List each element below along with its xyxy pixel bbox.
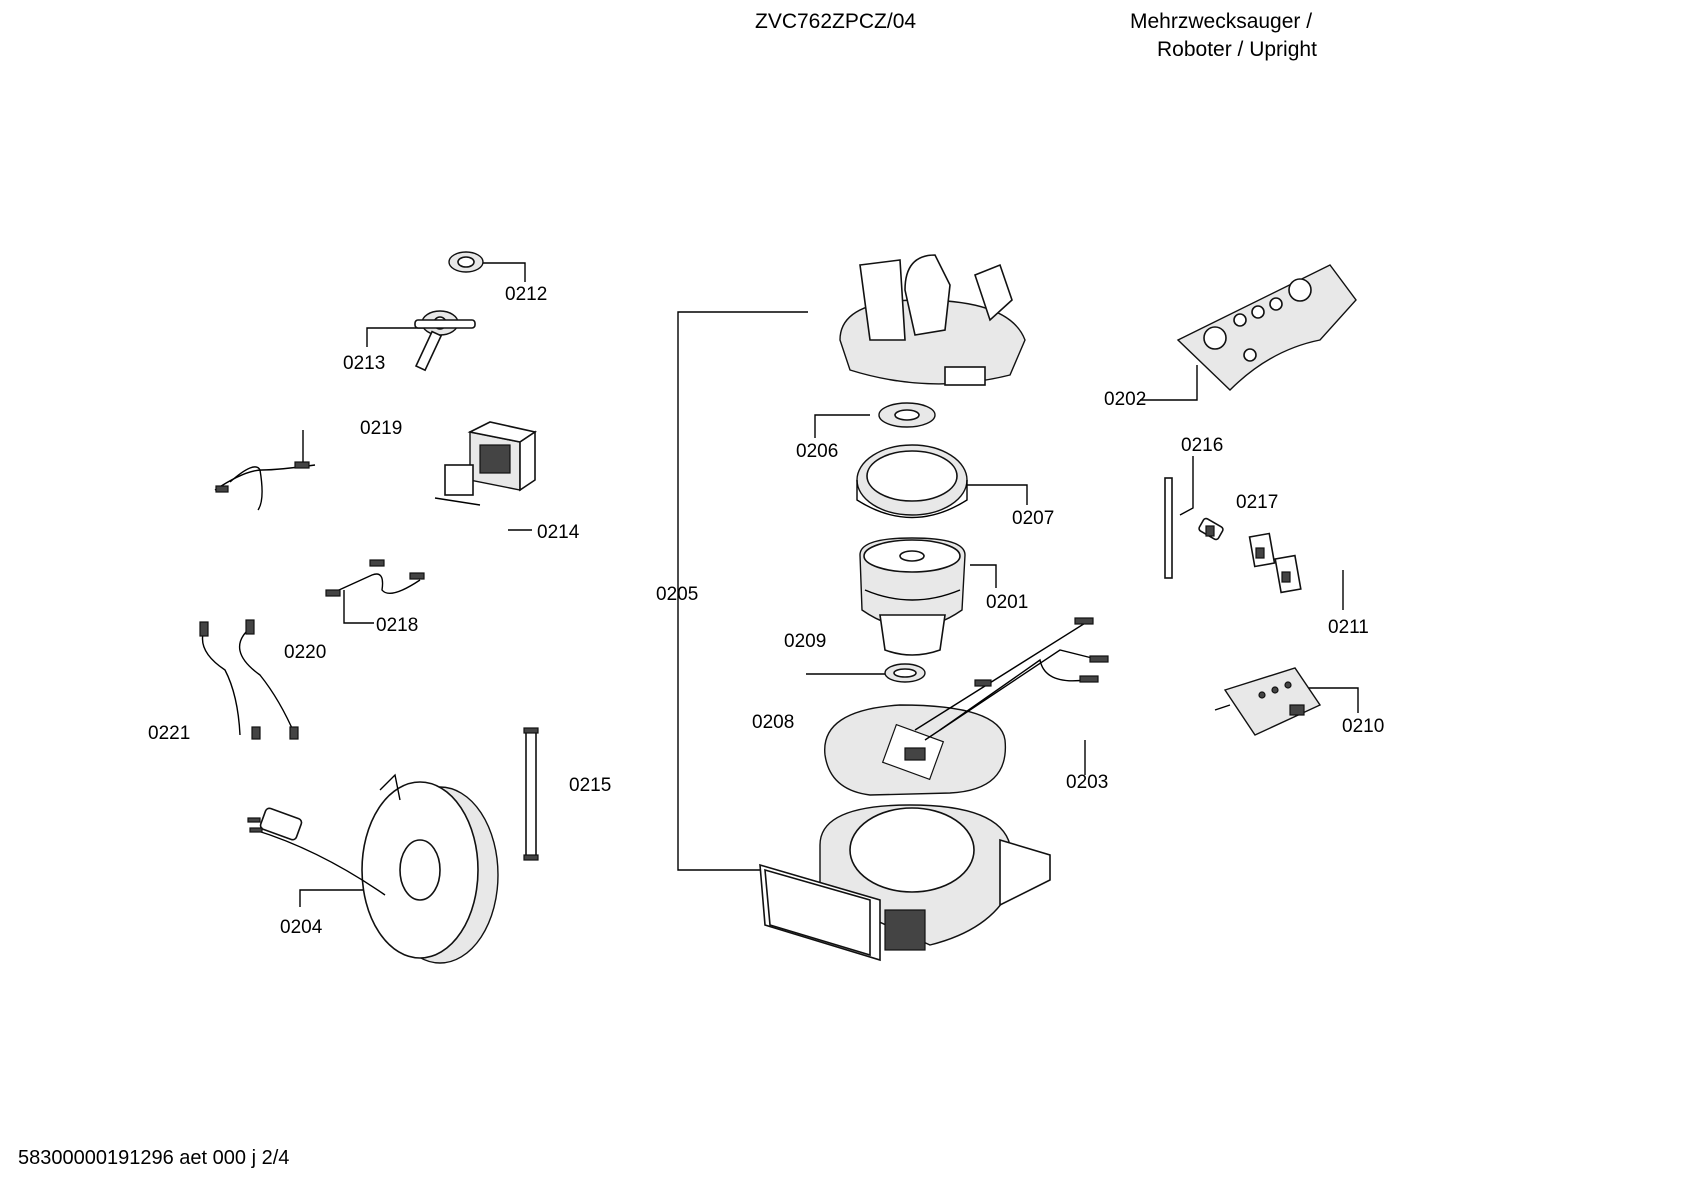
part-0221-cable — [199, 621, 261, 740]
label-0207: 0207 — [1012, 508, 1055, 529]
label-0203: 0203 — [1066, 772, 1109, 793]
part-0205-top-housing — [839, 254, 1026, 386]
label-0204: 0204 — [280, 917, 323, 938]
part-0208-plate — [824, 704, 1007, 796]
label-0212: 0212 — [505, 284, 548, 305]
document-id: 58300000191296 aet 000 j 2/4 — [18, 1147, 290, 1169]
part-0218-cable — [325, 559, 425, 597]
part-0211-switches — [1248, 532, 1302, 594]
label-0220: 0220 — [284, 642, 327, 663]
label-0209: 0209 — [784, 631, 827, 652]
part-0203-harness — [914, 617, 1109, 741]
label-0205: 0205 — [656, 584, 699, 605]
part-0216-rod — [1164, 477, 1173, 579]
part-0217-fitting — [1198, 517, 1224, 541]
part-0215-rod — [523, 727, 539, 861]
category-line-2: Roboter / Upright — [1157, 38, 1317, 61]
leader-lines — [299, 262, 1359, 907]
label-0206: 0206 — [796, 441, 839, 462]
label-0215: 0215 — [569, 775, 612, 796]
label-0216: 0216 — [1181, 435, 1224, 456]
label-0217: 0217 — [1236, 492, 1279, 513]
part-0214-pump — [434, 421, 538, 506]
part-0202-control-panel — [1176, 264, 1357, 391]
part-0210-pcb — [1214, 667, 1322, 736]
label-0210: 0210 — [1342, 716, 1385, 737]
label-0219: 0219 — [360, 418, 403, 439]
part-0219-cable — [214, 461, 316, 511]
category-line-1: Mehrzwecksauger / — [1130, 10, 1313, 33]
part-0213-valve — [414, 310, 476, 372]
label-0208: 0208 — [752, 712, 795, 733]
label-0201: 0201 — [986, 592, 1029, 613]
part-0207-ring — [856, 444, 968, 519]
part-0209-ring — [884, 663, 926, 683]
label-0221: 0221 — [148, 723, 191, 744]
part-0212-ring — [448, 251, 484, 273]
label-0211: 0211 — [1328, 617, 1369, 638]
label-0214: 0214 — [537, 522, 580, 543]
part-0204-cord-reel — [247, 773, 499, 964]
label-0213: 0213 — [343, 353, 386, 374]
model-number: ZVC762ZPCZ/04 — [755, 10, 917, 33]
part-0205-bottom-housing — [759, 804, 1051, 962]
part-0220-cable — [238, 619, 299, 740]
part-0201-motor — [859, 537, 966, 656]
label-0218: 0218 — [376, 615, 419, 636]
label-0202: 0202 — [1104, 389, 1147, 410]
part-0206-ring — [878, 402, 936, 428]
